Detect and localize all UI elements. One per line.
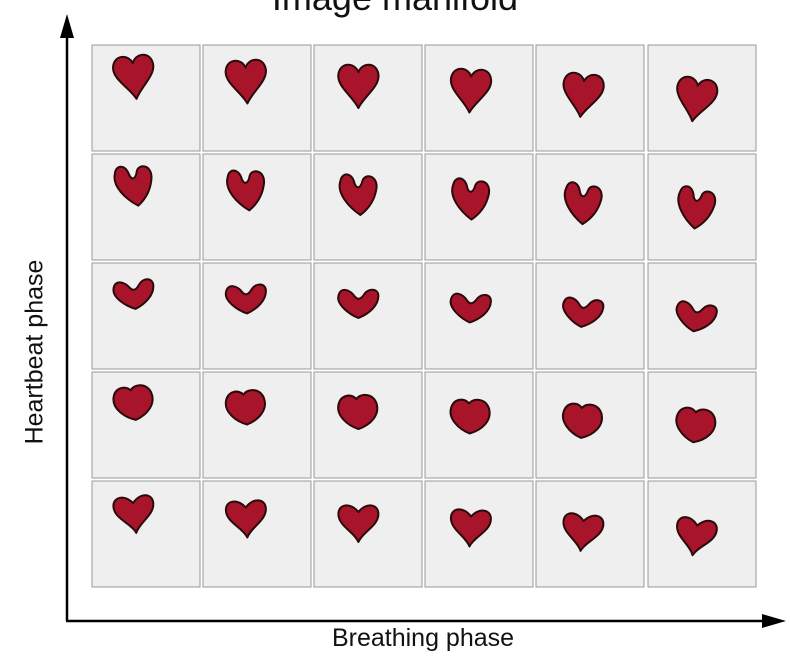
grid-cell — [314, 45, 422, 151]
y-axis-label: Heartbeat phase — [21, 260, 50, 445]
grid-cell — [203, 372, 311, 478]
grid-cell — [314, 263, 422, 369]
grid-cell — [314, 481, 422, 587]
x-axis-label: Breathing phase — [258, 624, 588, 653]
grid-cell — [203, 263, 311, 369]
grid-cell — [203, 481, 311, 587]
grid-cell — [203, 154, 311, 260]
